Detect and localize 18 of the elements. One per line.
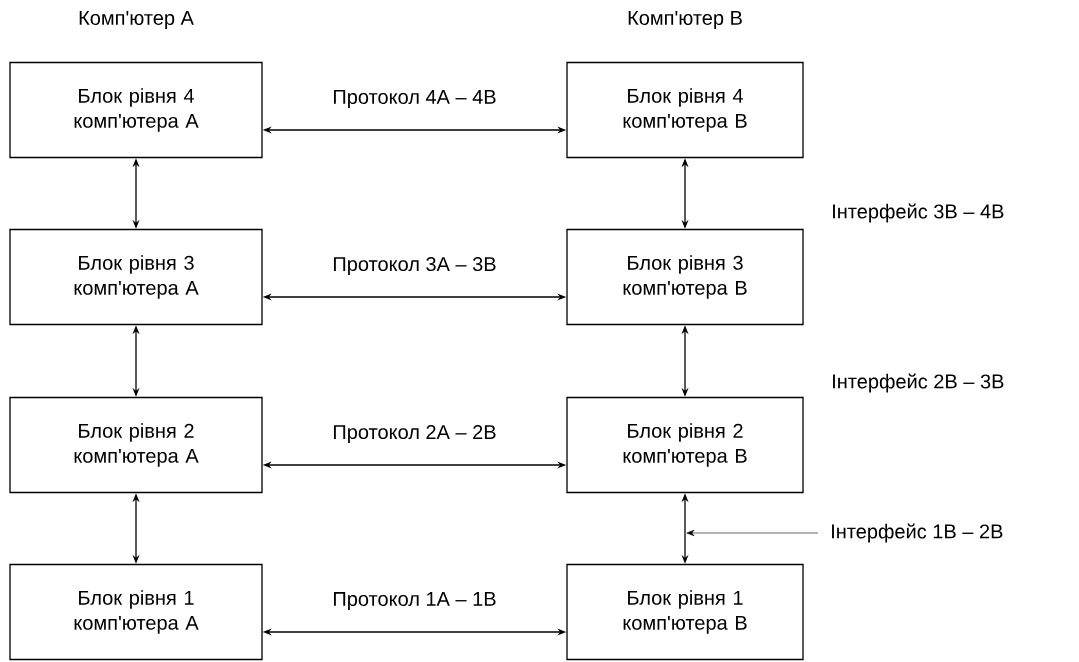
edge-label: Протокол 3А – 3В [334,256,496,276]
interface-label: Інтерфейс 2В – 3В [833,373,1004,393]
edge-label: Протокол 4А – 4В [334,90,496,108]
interface-label: Інтерфейс 3В – 4В [833,203,1004,223]
leader-line [686,529,819,537]
level-box: Блок рівня 4 комп'ютера В [566,61,804,159]
interface-label: Інтерфейс 1В – 2В [832,523,1003,543]
edge-label: Протокол 1А – 1В [334,592,496,610]
level-box: Блок рівня 4 комп'ютера А [9,61,263,159]
level-box: Блок рівня 1 комп'ютера А [9,563,263,661]
column-heading: Комп'ютер А [79,11,194,29]
level-box: Блок рівня 3 комп'ютера А [9,228,263,326]
column-heading: Комп'ютер В [628,11,742,29]
edge-label: Протокол 2А – 2В [334,424,496,444]
level-box: Блок рівня 3 комп'ютера В [566,228,804,326]
level-box: Блок рівня 1 комп'ютера В [566,563,804,661]
level-box: Блок рівня 2 комп'ютера А [9,396,263,494]
level-box: Блок рівня 2 комп'ютера В [566,396,804,494]
